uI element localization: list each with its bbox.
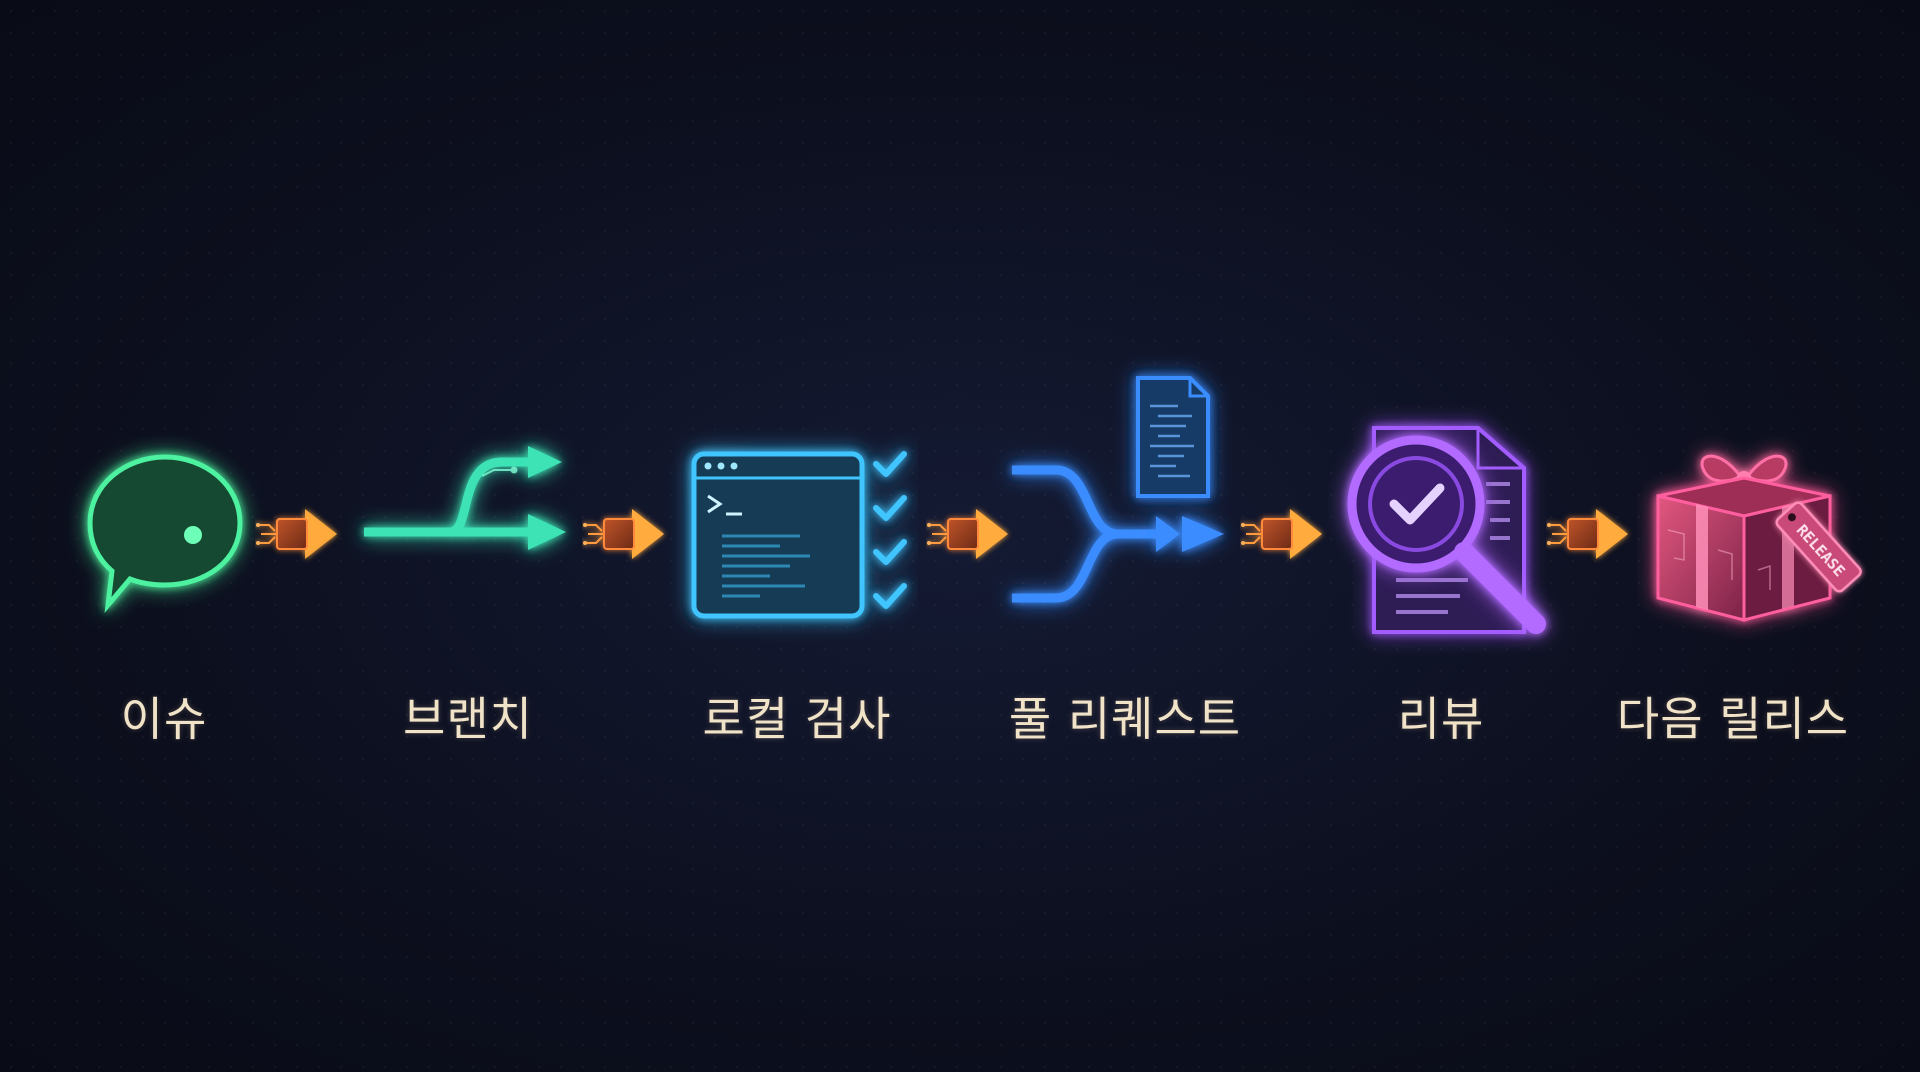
connector-arrow (582, 503, 672, 565)
step-label-issue: 이슈 (120, 692, 208, 746)
step-pull-request (1008, 370, 1238, 610)
step-label-review: 리뷰 (1397, 692, 1485, 746)
step-review (1340, 424, 1550, 646)
step-label-next-release: 다음 릴리스 (1616, 692, 1850, 746)
connector-arrow (926, 503, 1016, 565)
merge-arrows-document-icon (1012, 376, 1224, 603)
step-branch (362, 440, 572, 560)
circuit-chip-arrow-icon (1241, 509, 1322, 559)
circuit-chip-arrow-icon (256, 509, 337, 559)
connector-arrow (1240, 503, 1330, 565)
circuit-chip-arrow-icon (1547, 509, 1628, 559)
step-label-branch: 브랜치 (403, 692, 533, 746)
connector-arrow (255, 503, 345, 565)
step-issue (80, 445, 250, 615)
connector-arrow (1546, 503, 1636, 565)
release-gift-icon: RELEASE (1656, 454, 1862, 622)
step-label-pull-request: 풀 리퀘스트 (1008, 692, 1242, 746)
branch-arrows-icon (364, 446, 566, 550)
step-next-release: RELEASE (1648, 440, 1868, 630)
speech-bubble-icon (87, 454, 243, 613)
magnifier-check-document-icon (1347, 426, 1546, 634)
step-local-check (690, 448, 920, 623)
step-label-local-check: 로컬 검사 (702, 692, 892, 746)
circuit-chip-arrow-icon (583, 509, 664, 559)
terminal-checklist-icon (691, 451, 907, 619)
circuit-chip-arrow-icon (927, 509, 1008, 559)
